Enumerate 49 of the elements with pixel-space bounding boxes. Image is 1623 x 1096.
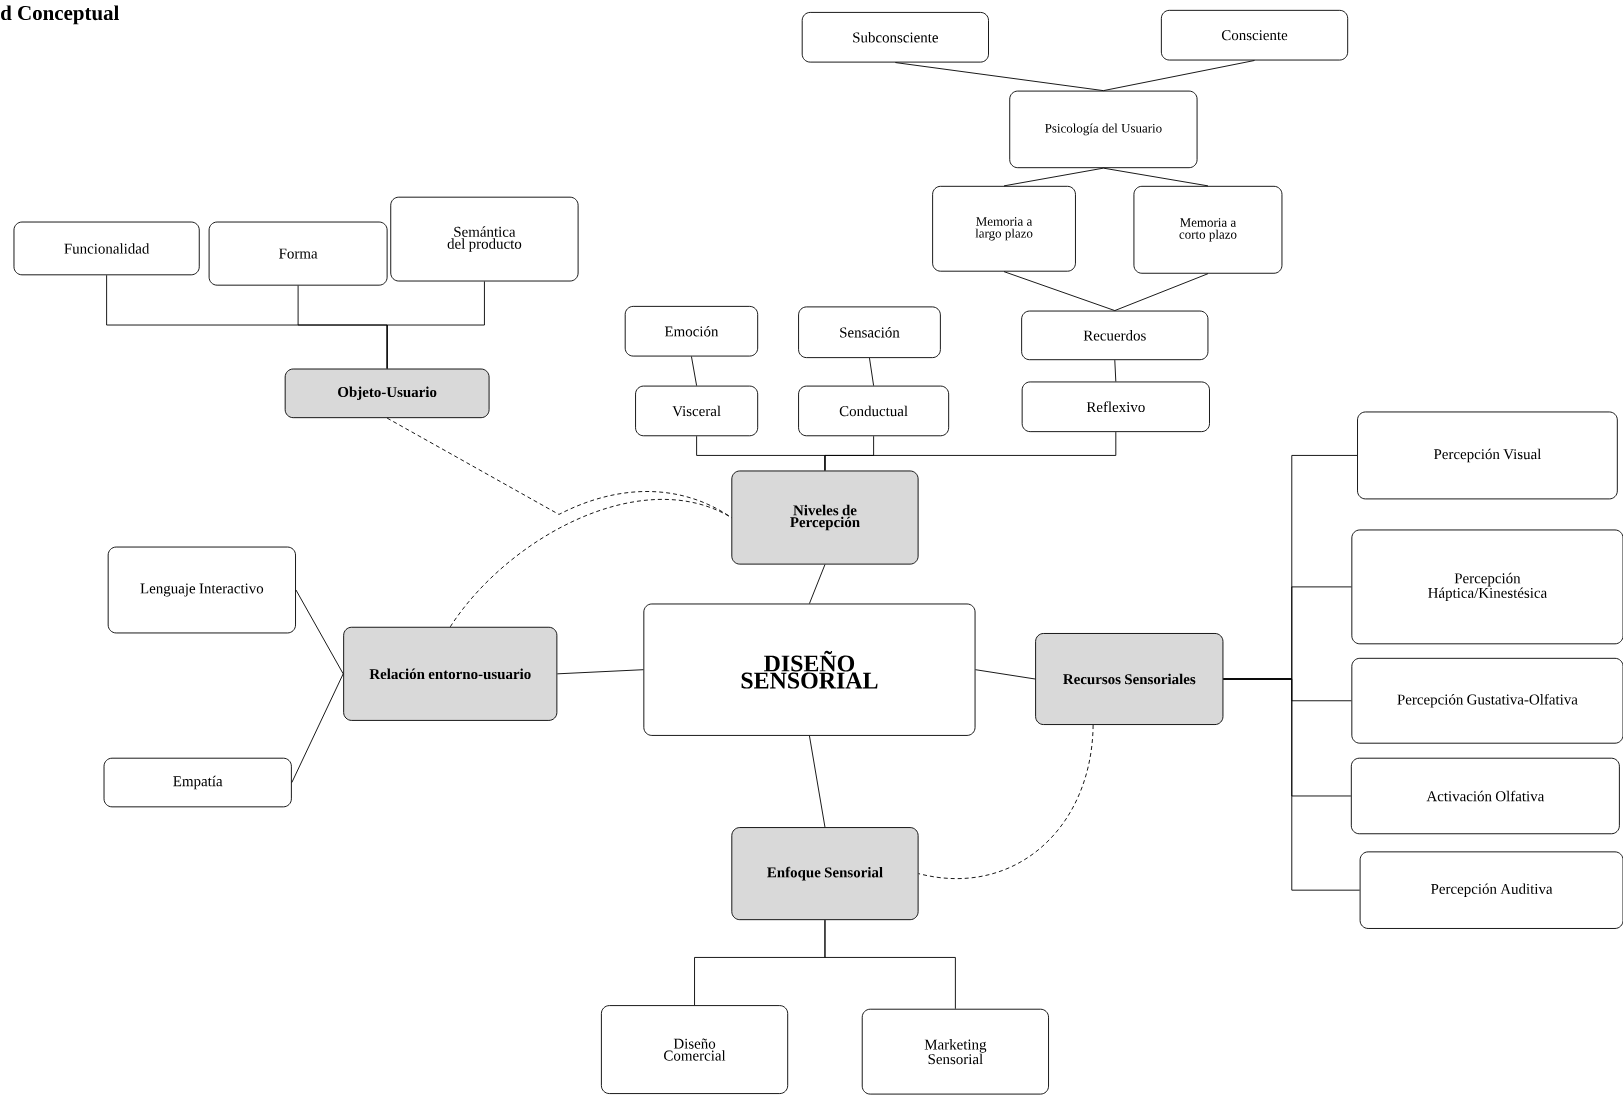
concept-box: Psicología del Usuario [1009,90,1198,169]
concept-box: Percepción Háptica/Kinestésica [1351,529,1623,645]
concept-box: Consciente [1160,9,1349,61]
connector [1114,273,1209,311]
concept-box: Diseño Comercial [600,1005,789,1094]
connector [869,357,875,387]
connector [809,564,826,604]
title: d Conceptual [1,5,119,25]
concept-box: Recuerdos [1021,310,1209,361]
concept-box: Forma [208,221,388,286]
concept-box: Visceral [635,385,759,437]
connector [291,673,344,783]
connector [1222,678,1361,891]
connector [809,735,826,828]
connector [975,669,1036,680]
category-box: Relación entorno-usuario [343,626,558,721]
concept-box: Percepción Gustativa-Olfativa [1351,657,1623,744]
connector [824,431,1117,471]
connector [1114,359,1117,382]
concept-box: Marketing Sensorial [861,1008,1049,1095]
connector [386,280,485,369]
concept-box: Memoria a corto plazo [1133,185,1283,274]
concept-box: Semántica del producto [390,196,579,282]
concept-box: Percepción Auditiva [1359,851,1623,929]
concept-box: Memoria a largo plazo [932,185,1076,272]
connector [918,724,1094,879]
concept-box: Sensación [798,306,941,358]
connector [824,919,956,1010]
concept-box: Subconsciente [801,11,989,63]
connector [1102,59,1255,91]
central-box: DISEÑO SENSORIAL [643,603,976,736]
connector [1003,271,1116,311]
connector [449,498,732,628]
concept-box: Activación Olfativa [1350,757,1620,835]
concept-box: Funcionalidad [13,221,200,276]
concept-box: Empatía [103,757,292,808]
connector [691,356,698,387]
category-box: Enfoque Sensorial [731,827,919,921]
concept-box: Emoción [624,305,759,357]
category-box: Niveles de Percepción [731,470,919,565]
category-box: Recursos Sensoriales [1035,632,1224,725]
concept-box: Conductual [798,385,950,437]
connector [556,669,644,675]
concept-box: Reflexivo [1021,381,1210,432]
concept-box: Percepción Visual [1357,411,1618,500]
concept-box: Lenguaje Interactivo [107,546,296,634]
category-box: Objeto-Usuario [284,368,490,419]
connector [295,589,344,675]
connector [894,62,1104,91]
